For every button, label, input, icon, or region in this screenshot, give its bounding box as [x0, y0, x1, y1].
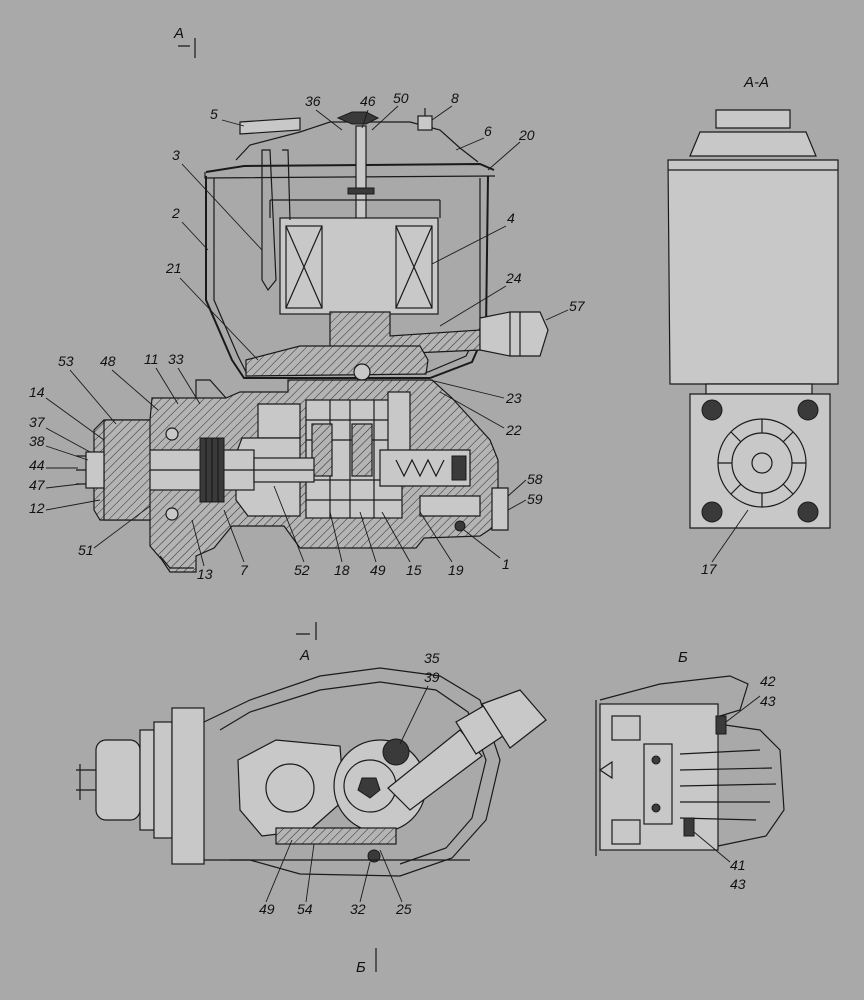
callout-41: 41 [730, 857, 746, 873]
callout-6: 6 [484, 123, 492, 139]
callout-33: 33 [168, 351, 184, 367]
callout-37: 37 [29, 414, 46, 430]
shaft-nut [85, 451, 105, 489]
callout-50: 50 [393, 90, 409, 106]
callout-17: 17 [701, 561, 718, 577]
bottom-left-callouts: 35 39 49 54 32 25 Б [259, 650, 440, 976]
callout-21: 21 [165, 260, 182, 276]
callout-54: 54 [297, 901, 313, 917]
outlet-fitting [479, 311, 549, 357]
callout-7: 7 [240, 562, 249, 578]
callout-39: 39 [424, 669, 440, 685]
callout-44: 44 [29, 457, 45, 473]
view-b: Б [595, 649, 785, 856]
b-callouts: 42 43 41 43 [693, 673, 776, 892]
view-aa-title: A-A [743, 74, 769, 91]
view-b-marker: Б [356, 959, 366, 976]
inlet-fitting [481, 689, 547, 749]
check-ball [382, 738, 410, 766]
rotor-vanes [718, 419, 806, 507]
callout-15: 15 [406, 562, 422, 578]
callout-53: 53 [58, 353, 74, 369]
pump-flange-side [171, 707, 205, 865]
callout-42: 42 [760, 673, 776, 689]
aa-callouts: 17 [701, 509, 749, 577]
main-section-view: A [76, 25, 549, 573]
callout-13: 13 [197, 566, 213, 582]
reservoir-base [245, 345, 429, 377]
callout-59: 59 [527, 491, 543, 507]
callout-36: 36 [305, 93, 321, 109]
callout-19: 19 [448, 562, 464, 578]
callout-14: 14 [29, 384, 45, 400]
direction-arrow-icon [598, 760, 613, 780]
callout-11: 11 [144, 351, 159, 367]
view-a-bottom: A [76, 622, 547, 877]
view-aa: A-A [667, 74, 839, 529]
callout-38: 38 [29, 433, 45, 449]
plug-42 [715, 715, 727, 735]
section-marker-a-top: A [173, 25, 184, 42]
plug-41 [683, 817, 695, 837]
callout-58: 58 [527, 471, 543, 487]
section-marker-a-bottom: A [299, 647, 310, 664]
bleed-screw [417, 115, 433, 131]
callout-49: 49 [370, 562, 386, 578]
callout-52: 52 [294, 562, 310, 578]
callout-43a: 43 [760, 693, 776, 709]
view-b-title: Б [678, 649, 688, 666]
wing-nut [336, 111, 380, 125]
callout-25: 25 [395, 901, 412, 917]
callout-4: 4 [507, 210, 515, 226]
callout-5: 5 [210, 106, 218, 122]
relief-spring [395, 458, 445, 478]
callout-20: 20 [518, 127, 535, 143]
callout-2: 2 [171, 205, 180, 221]
callout-51: 51 [78, 542, 94, 558]
strainer-tube [261, 149, 277, 292]
cam-ring-base [275, 827, 397, 845]
main-callouts: 36 46 50 8 5 6 20 3 4 2 21 24 57 53 48 1… [29, 90, 586, 582]
callout-8: 8 [451, 90, 459, 106]
callout-1: 1 [502, 556, 510, 572]
callout-24: 24 [505, 270, 522, 286]
callout-48: 48 [100, 353, 116, 369]
callout-32: 32 [350, 901, 366, 917]
reservoir-exterior [667, 159, 839, 385]
callout-49b: 49 [259, 901, 275, 917]
callout-12: 12 [29, 500, 45, 516]
callout-46: 46 [360, 93, 376, 109]
callout-35: 35 [424, 650, 440, 666]
callout-43b: 43 [730, 876, 746, 892]
callout-47: 47 [29, 477, 46, 493]
callout-22: 22 [505, 422, 522, 438]
filler-cap [239, 117, 301, 135]
callout-18: 18 [334, 562, 350, 578]
callout-23: 23 [505, 390, 522, 406]
callout-3: 3 [172, 147, 180, 163]
callout-57: 57 [569, 298, 586, 314]
valve-plug [491, 487, 509, 531]
